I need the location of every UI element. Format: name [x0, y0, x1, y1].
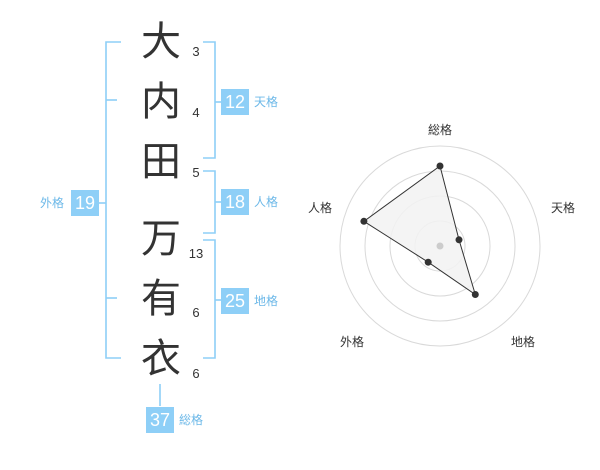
radar-axis-label-tenkaku: 天格 [551, 201, 576, 215]
stroke-count-1: 3 [192, 44, 200, 59]
tenkaku-label: 天格 [254, 95, 279, 109]
radar-point-3 [471, 291, 479, 298]
stroke-count-2: 4 [192, 105, 200, 120]
gaikaku-value: 19 [71, 190, 99, 216]
stroke-count-5: 6 [192, 305, 200, 320]
jinkaku-label: 人格 [254, 195, 279, 209]
name-char-6: 衣 [141, 336, 181, 382]
stroke-count-3: 5 [192, 165, 200, 180]
soukaku-value: 37 [146, 407, 174, 433]
soukaku-label: 総格 [179, 413, 204, 427]
radar-point-5 [360, 217, 368, 225]
name-char-3: 田 [141, 139, 181, 185]
radar-grid-ring [339, 145, 541, 347]
radar-point-4 [424, 258, 432, 266]
jinkaku-value: 18 [221, 189, 249, 215]
radar-axis-label-chikaku: 地格 [511, 335, 536, 349]
name-char-2: 内 [141, 79, 181, 125]
radar-axis-label-gaikaku: 外格 [340, 335, 365, 349]
radar-point-1 [436, 162, 444, 170]
name-char-1: 大 [141, 19, 181, 65]
name-char-4: 万 [141, 216, 181, 262]
radar-point-2 [455, 236, 463, 244]
chikaku-label: 地格 [254, 294, 279, 308]
name-char-5: 有 [141, 276, 181, 322]
radar-series-area [363, 165, 477, 296]
radar-axis-label-soukaku: 総格 [428, 123, 453, 137]
chikaku-value: 25 [221, 288, 249, 314]
gaikaku-label: 外格 [40, 196, 65, 210]
tenkaku-value: 12 [221, 89, 249, 115]
tenkaku-bracket [203, 41, 216, 159]
chikaku-bracket [203, 239, 216, 359]
stroke-count-4: 13 [188, 246, 204, 261]
radar-axis-label-jinkaku: 人格 [308, 201, 333, 215]
stroke-count-6: 6 [192, 366, 200, 381]
radar-center-dot [436, 242, 444, 250]
gaikaku-bracket [105, 41, 121, 359]
